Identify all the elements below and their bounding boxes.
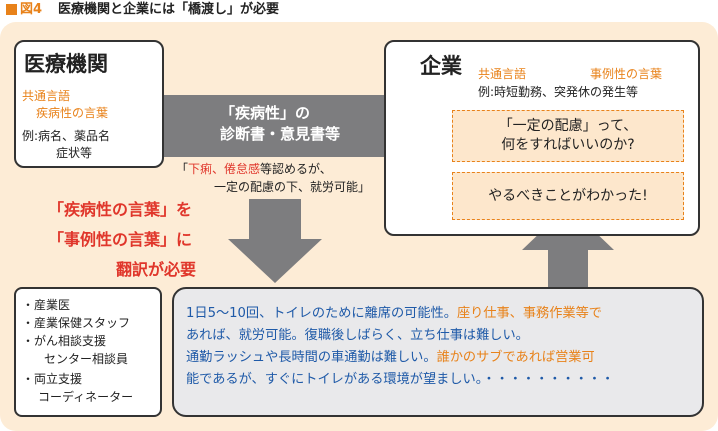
supporter-item: センター相談員: [44, 352, 129, 366]
company-box: 企業 共通言語 事例性の言葉 例:時短勤務、突発休の発生等 「一定の配慮」って、…: [384, 40, 700, 236]
diagnosis-note-line-1: 「下痢、倦怠感等認めるが、: [176, 160, 332, 178]
supporter-item: コーディネーター: [38, 390, 134, 404]
translation-line-1: 「疾病性の言葉」を: [48, 200, 193, 219]
medical-example-2: 症状等: [56, 146, 93, 160]
question-box: 「一定の配慮」って、 何をすればいいのか?: [452, 110, 684, 162]
diagnosis-note-line-2: 一定の配慮の下、就労可能」: [214, 180, 371, 194]
medical-example-1: 例:病名、薬品名: [22, 129, 111, 143]
note-rest: 等認めるが、: [260, 162, 332, 176]
quote-line-2: あれば、就労可能。復職後しばらく、立ち仕事は難しい。: [186, 328, 529, 343]
quote-3b: 誰かのサブであれば営業可: [436, 350, 595, 365]
supporters-box: ・産業医 ・産業保健スタッフ ・がん相談支援 センター相談員 ・両立支援 コーデ…: [14, 287, 162, 417]
question-line-2: 何をすればいいのか?: [501, 137, 635, 153]
question-line-1: 「一定の配慮」って、: [498, 118, 638, 134]
figure-number: 図4: [20, 2, 43, 17]
quote-line-4: 能であるが、すぐにトイレがある環境が望ましい。・・・・・・・・・・: [186, 369, 614, 391]
medical-heading: 医療機関: [24, 52, 108, 76]
quote-1b: 座り仕事、事務作業等で: [456, 306, 602, 321]
quote-4b: ・・・・・・・・・・: [482, 372, 615, 387]
supporter-item: ・がん相談支援: [22, 334, 107, 348]
figure-badge: [6, 4, 17, 15]
medical-common-language: 共通言語: [22, 89, 71, 103]
quote-line-3: 通勤ラッシュや長時間の車通勤は難しい。誰かのサブであれば営業可: [186, 347, 595, 369]
down-arrow: [228, 199, 322, 283]
figure-title: 医療機関と企業には「橋渡し」が必要: [58, 2, 280, 17]
case-language-example-box: 1日5～10回、トイレのために離席の可能性。座り仕事、事務作業等で あれば、就労…: [172, 287, 704, 417]
answer-box: やるべきことがわかった!: [452, 172, 684, 220]
company-example: 例:時短勤務、突発休の発生等: [478, 85, 639, 99]
note-bracket: 「: [176, 162, 189, 176]
translation-line-3: 翻訳が必要: [116, 260, 197, 279]
supporter-item: ・両立支援: [22, 372, 83, 386]
company-case-language: 事例性の言葉: [590, 67, 663, 81]
quote-3a: 通勤ラッシュや長時間の車通勤は難しい。: [186, 350, 437, 365]
center-arrow-line-1: 「疾病性」の: [220, 104, 311, 122]
center-arrow-line-2: 診断書・意見書等: [220, 125, 341, 143]
note-symptoms: 下痢、倦怠感: [188, 162, 261, 176]
medical-disease-language: 疾病性の言葉: [36, 106, 109, 120]
answer-text: やるべきことがわかった!: [488, 187, 648, 204]
company-common-language: 共通言語: [478, 67, 527, 81]
supporter-item: ・産業保健スタッフ: [22, 316, 131, 330]
supporter-item: ・産業医: [22, 298, 71, 312]
translation-line-2: 「事例性の言葉」に: [48, 230, 193, 249]
medical-institution-box: 医療機関 共通言語 疾病性の言葉 例:病名、薬品名 症状等: [14, 40, 164, 168]
quote-1a: 1日5～10回、トイレのために離席の可能性。: [186, 306, 457, 321]
quote-line-1: 1日5～10回、トイレのために離席の可能性。座り仕事、事務作業等で: [186, 303, 602, 325]
quote-4a: 能であるが、すぐにトイレがある環境が望ましい。: [186, 372, 483, 387]
company-heading: 企業: [420, 54, 462, 78]
